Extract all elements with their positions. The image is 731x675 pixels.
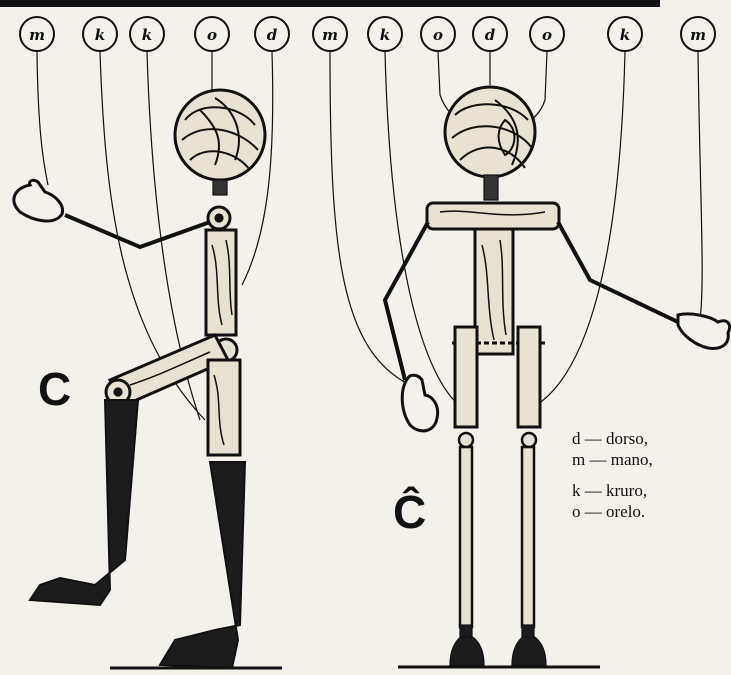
string-label-left-text-1: k (95, 26, 105, 44)
string-right-m1 (330, 52, 410, 385)
string-label-right-text-1: k (380, 26, 390, 44)
string-label-right-text-2: o (433, 26, 443, 44)
legend-item-kruro: k — kruro, (572, 480, 653, 501)
legend: d — dorso, m — mano, k — kruro, o — orel… (572, 428, 653, 522)
string-label-left-text-3: o (207, 26, 217, 44)
string-label-right-text-4: o (542, 26, 552, 44)
string-label-left-text-2: k (142, 26, 152, 44)
string-label-right-text-3: d (485, 26, 496, 44)
figure-letter-right: Ĉ (393, 485, 426, 539)
string-label-right-text-6: m (690, 26, 706, 44)
legend-item-mano: m — mano, (572, 449, 653, 470)
string-right-m2 (698, 52, 702, 320)
legend-item-orelo: o — orelo. (572, 501, 653, 522)
top-border (0, 0, 660, 7)
puppet-left (14, 52, 282, 668)
puppet-right (330, 52, 730, 667)
string-label-right-text-0: m (322, 26, 338, 44)
legend-item-dorso: d — dorso, (572, 428, 653, 449)
string-label-right-text-5: k (620, 26, 630, 44)
string-left-m (37, 52, 48, 185)
string-label-left-text-0: m (29, 26, 45, 44)
string-label-left-text-4: d (267, 26, 278, 44)
figure-letter-left: C (38, 362, 71, 416)
